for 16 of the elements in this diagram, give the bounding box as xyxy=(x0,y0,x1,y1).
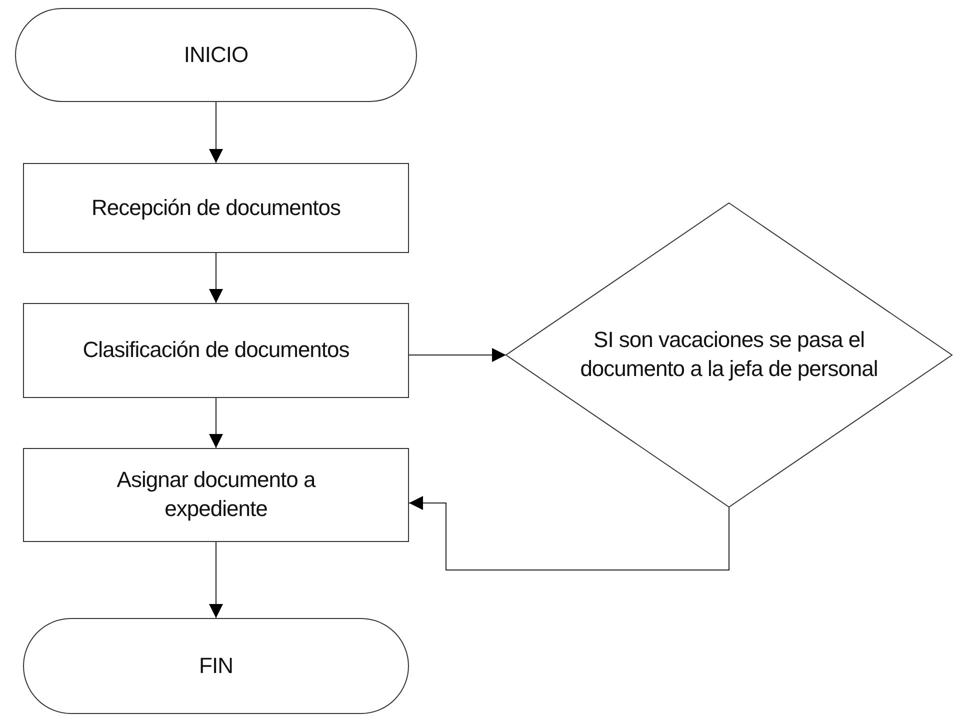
decision-diamond xyxy=(506,203,952,507)
arrow xyxy=(209,398,223,448)
node-label: FIN xyxy=(199,652,233,680)
arrow xyxy=(408,348,506,362)
arrow xyxy=(209,252,223,304)
process-box xyxy=(23,448,409,542)
node-label: INICIO xyxy=(184,40,248,69)
arrow xyxy=(408,496,730,570)
arrow xyxy=(209,542,223,618)
process-box xyxy=(23,303,409,398)
node-label: Asignar documento a expediente xyxy=(116,466,317,523)
node-label: SI son vacaciones se pasa el documento a la jefa de personal xyxy=(579,326,879,383)
arrow xyxy=(209,102,223,164)
process-box xyxy=(23,163,409,253)
node-label: Clasificación de documentos xyxy=(82,336,350,364)
node-label: Recepción de documentos xyxy=(92,194,340,222)
